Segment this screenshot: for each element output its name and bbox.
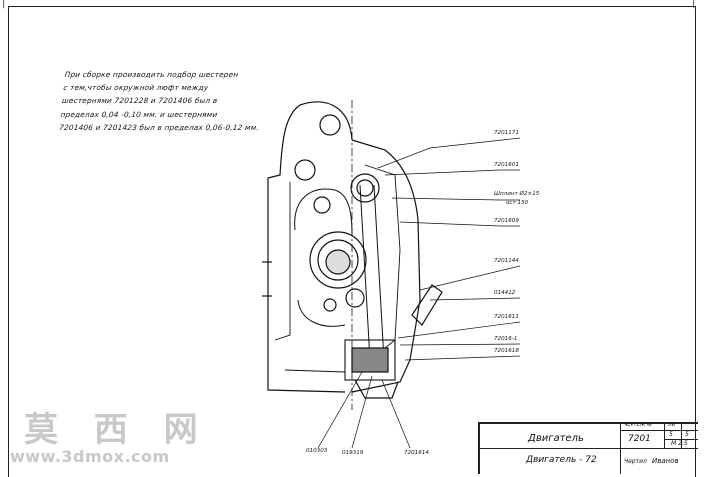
callout-label: 7201601 bbox=[494, 162, 519, 168]
title-sheet-a: 5 bbox=[669, 431, 673, 438]
title-code-label: ЧЕРТЕЖ № bbox=[624, 422, 652, 428]
bottom-part-label: 7201614 bbox=[404, 450, 429, 456]
callout-label: 7201618 bbox=[494, 348, 519, 354]
title-subtitle: Двигатель - 72 bbox=[526, 455, 597, 465]
title-sign: Иванов bbox=[652, 457, 679, 465]
callout-label: 7201171 bbox=[494, 130, 519, 136]
watermark-url: www.3dmox.com bbox=[10, 447, 170, 466]
title-sign-label: Чертил bbox=[624, 458, 647, 465]
callout-label: ост 150 bbox=[506, 200, 529, 206]
note-line: пределах 0,04 -0,10 мм. и шестернями bbox=[60, 109, 218, 119]
title-code: 7201 bbox=[628, 434, 651, 444]
callout-label: 014412 bbox=[494, 290, 516, 296]
callout-label: 7201144 bbox=[494, 258, 519, 264]
callout-label: 7201609 bbox=[494, 218, 519, 224]
callout-label: 72016-1 bbox=[494, 336, 518, 342]
assembly-note: При сборке производить подбор шестерен с… bbox=[58, 68, 260, 134]
bottom-part-label: 010303 bbox=[306, 448, 328, 454]
callout-label: Шплинт Ø2×15 bbox=[494, 191, 540, 197]
note-line: шестернями 7201228 и 7201406 был в bbox=[61, 96, 218, 106]
bottom-part-label: 019319 bbox=[342, 450, 364, 456]
trim-mark-top-left: | bbox=[2, 0, 6, 9]
watermark-logo-text: 莫 西 网 bbox=[24, 410, 210, 450]
note-line: с тем,чтобы окружной люфт между bbox=[62, 83, 209, 93]
trim-mark-top-right: | bbox=[692, 0, 696, 9]
title-sheet-label: ЛИ bbox=[668, 422, 676, 428]
note-line: 7201406 и 7201423 был в пределах 0,06-0,… bbox=[58, 122, 260, 132]
note-line: При сборке производить подбор шестерен bbox=[64, 70, 239, 79]
title-scale: М 2:5 bbox=[671, 440, 688, 447]
title-sheet-b: 5 bbox=[685, 431, 689, 438]
title-block: Двигатель ЧЕРТЕЖ № 7201 ЛИ 5 5 М 2:5 Дви… bbox=[478, 422, 698, 474]
drawing-frame bbox=[8, 6, 696, 477]
title-main: Двигатель bbox=[528, 433, 584, 444]
callout-label: 7201611 bbox=[494, 314, 519, 320]
